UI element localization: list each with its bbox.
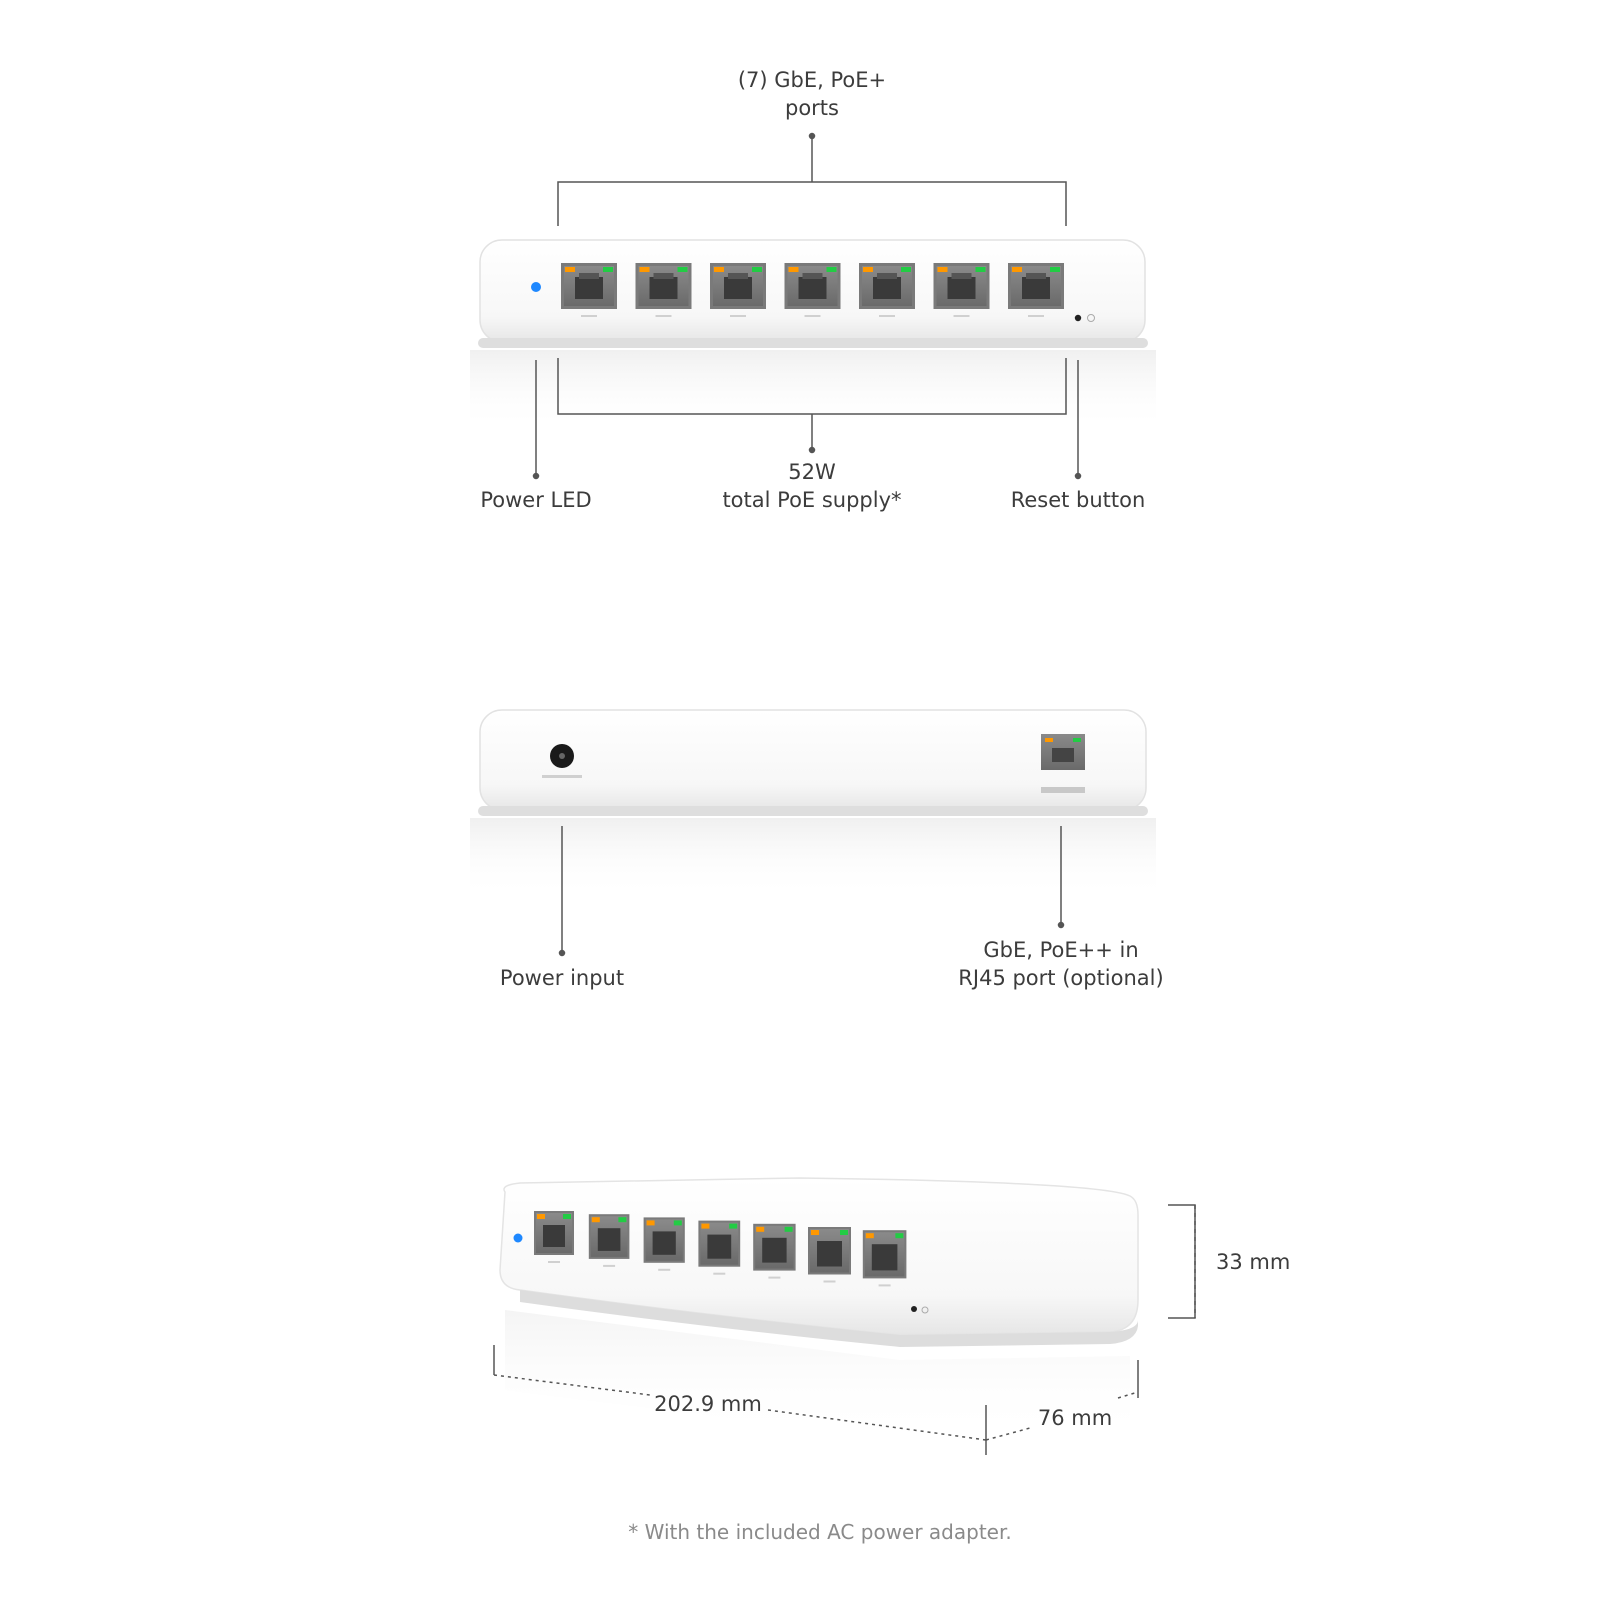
reset-button-label: Reset button (1010, 488, 1146, 512)
perspective-device (499, 1177, 1139, 1440)
reset-symbol-icon (1087, 314, 1095, 322)
front-leader-lines (532, 132, 1082, 480)
power-input-label: Power input (499, 966, 625, 990)
front-ports-label-line1: (7) GbE, PoE+ (737, 68, 887, 92)
front-device (470, 239, 1156, 430)
depth-dimension-label: 76 mm (1037, 1406, 1113, 1430)
reset-hole-icon (1074, 314, 1082, 322)
front-ports-label-line2: ports (785, 96, 839, 120)
footnote: * With the included AC power adapter. (628, 1520, 1012, 1544)
back-device (470, 709, 1156, 898)
poe-supply-label-line1: 52W (788, 460, 836, 484)
rj45-port-icon (643, 1217, 685, 1271)
rj45-port-icon (753, 1223, 796, 1279)
rj45-port-icon (808, 1227, 851, 1283)
rj45-port-icon (1008, 263, 1064, 317)
perspective-led-icon (513, 1233, 523, 1243)
rj45-port-icon (635, 263, 692, 317)
uplink-port-label-line1: GbE, PoE++ in (983, 938, 1139, 962)
back-leader-lines (558, 826, 1065, 957)
rj45-port-icon (710, 263, 766, 317)
uplink-port-label: GbE, PoE++ in RJ45 port (optional) (936, 936, 1186, 992)
uplink-port-icon (1041, 734, 1085, 793)
rj45-port-icon (859, 263, 915, 317)
uplink-port-label-line2: RJ45 port (optional) (958, 966, 1164, 990)
rj45-port-icon (862, 1230, 907, 1287)
dimension-lines (493, 1204, 1196, 1455)
perspective-port-row (534, 1211, 907, 1287)
poe-supply-label-line2: total PoE supply* (722, 488, 902, 512)
width-dimension-label: 202.9 mm (654, 1392, 762, 1416)
rj45-port-icon (933, 263, 990, 317)
rj45-port-icon (534, 1211, 574, 1263)
power-led-icon (531, 282, 541, 292)
rj45-port-icon (698, 1220, 741, 1275)
rj45-port-icon (784, 263, 841, 317)
front-port-row (561, 263, 1064, 317)
poe-supply-label: 52W total PoE supply* (702, 458, 922, 514)
front-ports-label: (7) GbE, PoE+ ports (712, 66, 912, 122)
rj45-port-icon (561, 263, 617, 317)
rj45-port-icon (588, 1214, 630, 1267)
height-dimension-label: 33 mm (1216, 1250, 1291, 1274)
power-led-label: Power LED (480, 488, 592, 512)
